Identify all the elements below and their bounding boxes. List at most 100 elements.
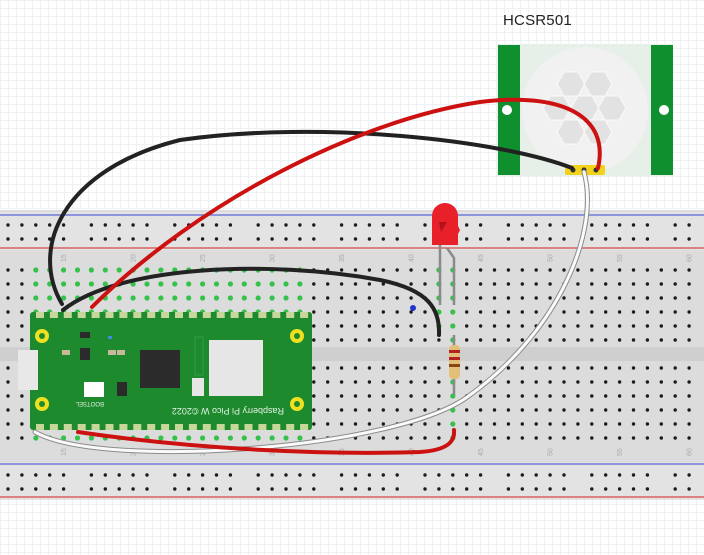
breadboard-hole[interactable] xyxy=(590,487,594,491)
breadboard-hole[interactable] xyxy=(562,408,566,412)
breadboard-hole[interactable] xyxy=(520,408,524,412)
breadboard-hole[interactable] xyxy=(255,435,261,441)
breadboard-hole[interactable] xyxy=(103,487,108,491)
breadboard-hole[interactable] xyxy=(312,324,316,328)
red-led[interactable] xyxy=(432,203,460,305)
breadboard-hole[interactable] xyxy=(562,422,566,426)
breadboard-hole[interactable] xyxy=(48,223,52,227)
breadboard-hole[interactable] xyxy=(604,296,608,300)
breadboard-hole[interactable] xyxy=(492,310,497,314)
breadboard-hole[interactable] xyxy=(562,296,566,300)
breadboard-hole[interactable] xyxy=(478,237,483,241)
breadboard-hole[interactable] xyxy=(465,324,469,328)
breadboard-hole[interactable] xyxy=(6,473,10,477)
breadboard-hole[interactable] xyxy=(534,422,538,426)
breadboard-hole[interactable] xyxy=(6,310,10,314)
breadboard-hole[interactable] xyxy=(506,268,511,272)
breadboard-hole[interactable] xyxy=(200,223,205,227)
breadboard-hole[interactable] xyxy=(617,296,622,300)
breadboard-hole[interactable] xyxy=(604,338,608,342)
breadboard-hole[interactable] xyxy=(590,380,594,384)
breadboard-hole[interactable] xyxy=(534,296,538,300)
breadboard-hole[interactable] xyxy=(367,268,372,272)
breadboard-hole[interactable] xyxy=(20,223,24,227)
breadboard-hole[interactable] xyxy=(506,237,511,241)
breadboard-hole[interactable] xyxy=(645,237,650,241)
breadboard-hole[interactable] xyxy=(576,296,580,300)
breadboard-hole[interactable] xyxy=(673,310,677,314)
breadboard-hole[interactable] xyxy=(520,473,524,477)
breadboard-hole[interactable] xyxy=(673,473,677,477)
breadboard-hole[interactable] xyxy=(520,487,524,491)
breadboard-hole[interactable] xyxy=(576,394,580,398)
breadboard-hole[interactable] xyxy=(381,296,385,300)
breadboard-hole[interactable] xyxy=(492,338,497,342)
breadboard-hole[interactable] xyxy=(590,473,594,477)
breadboard-hole[interactable] xyxy=(326,296,330,300)
breadboard-hole[interactable] xyxy=(367,237,372,241)
breadboard-hole[interactable] xyxy=(437,473,441,477)
breadboard-hole[interactable] xyxy=(145,487,149,491)
breadboard-hole[interactable] xyxy=(478,408,483,412)
breadboard-hole[interactable] xyxy=(478,366,483,370)
breadboard-hole[interactable] xyxy=(131,223,135,227)
breadboard-hole[interactable] xyxy=(312,408,316,412)
breadboard-hole[interactable] xyxy=(297,281,303,287)
breadboard-hole[interactable] xyxy=(645,422,650,426)
breadboard-hole[interactable] xyxy=(47,295,53,301)
breadboard-hole[interactable] xyxy=(450,309,456,315)
breadboard-hole[interactable] xyxy=(492,408,497,412)
breadboard-hole[interactable] xyxy=(645,296,650,300)
breadboard-hole[interactable] xyxy=(409,366,413,370)
breadboard-hole[interactable] xyxy=(131,237,135,241)
breadboard-hole[interactable] xyxy=(687,394,691,398)
breadboard-hole[interactable] xyxy=(562,310,566,314)
breadboard-hole[interactable] xyxy=(520,282,524,286)
breadboard-hole[interactable] xyxy=(423,422,427,426)
breadboard-hole[interactable] xyxy=(103,237,108,241)
breadboard-hole[interactable] xyxy=(61,435,67,441)
breadboard-hole[interactable] xyxy=(562,223,566,227)
breadboard-hole[interactable] xyxy=(645,324,650,328)
breadboard-hole[interactable] xyxy=(659,310,663,314)
breadboard-hole[interactable] xyxy=(339,268,344,272)
breadboard-hole[interactable] xyxy=(172,281,178,287)
breadboard-hole[interactable] xyxy=(283,435,289,441)
breadboard-hole[interactable] xyxy=(61,473,66,477)
breadboard-hole[interactable] xyxy=(409,268,413,272)
breadboard-hole[interactable] xyxy=(631,268,636,272)
breadboard-hole[interactable] xyxy=(548,473,552,477)
breadboard-hole[interactable] xyxy=(367,380,372,384)
breadboard-hole[interactable] xyxy=(74,267,81,273)
breadboard-hole[interactable] xyxy=(645,487,650,491)
breadboard-hole[interactable] xyxy=(450,323,456,329)
breadboard-hole[interactable] xyxy=(437,394,441,398)
breadboard-hole[interactable] xyxy=(6,487,10,491)
breadboard-hole[interactable] xyxy=(186,281,192,287)
breadboard-hole[interactable] xyxy=(631,282,636,286)
breadboard-hole[interactable] xyxy=(492,282,497,286)
breadboard-hole[interactable] xyxy=(6,282,10,286)
breadboard-hole[interactable] xyxy=(437,436,441,440)
breadboard-hole[interactable] xyxy=(604,268,608,272)
breadboard-hole[interactable] xyxy=(659,268,663,272)
breadboard-hole[interactable] xyxy=(187,237,191,241)
breadboard-hole[interactable] xyxy=(548,487,552,491)
breadboard-hole[interactable] xyxy=(326,394,330,398)
breadboard-hole[interactable] xyxy=(576,366,580,370)
breadboard-hole[interactable] xyxy=(395,237,399,241)
breadboard-hole[interactable] xyxy=(200,435,206,441)
breadboard-hole[interactable] xyxy=(478,268,483,272)
breadboard-hole[interactable] xyxy=(339,380,344,384)
breadboard-hole[interactable] xyxy=(158,281,164,287)
breadboard-hole[interactable] xyxy=(590,282,594,286)
breadboard-hole[interactable] xyxy=(326,408,330,412)
breadboard-hole[interactable] xyxy=(256,237,260,241)
breadboard-hole[interactable] xyxy=(228,473,233,477)
breadboard-hole[interactable] xyxy=(200,295,206,301)
breadboard-hole[interactable] xyxy=(604,237,608,241)
breadboard-hole[interactable] xyxy=(631,338,636,342)
breadboard-hole[interactable] xyxy=(284,237,288,241)
breadboard-hole[interactable] xyxy=(409,408,413,412)
breadboard-hole[interactable] xyxy=(548,268,552,272)
